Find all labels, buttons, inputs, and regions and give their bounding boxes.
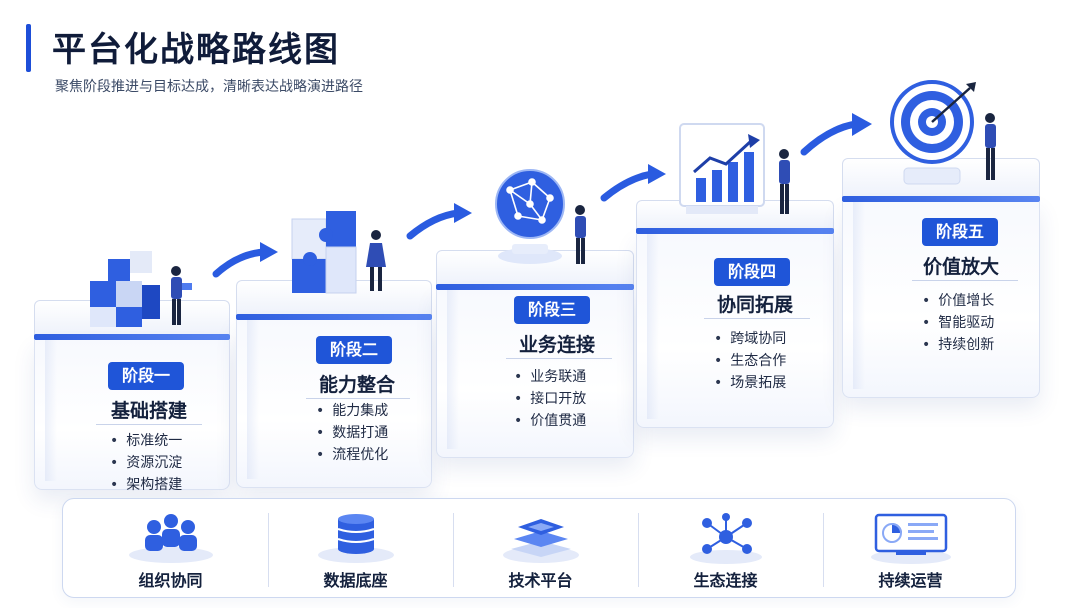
arrow-icon xyxy=(800,113,872,156)
person-icon xyxy=(366,230,386,291)
person-icon xyxy=(779,149,790,214)
pillar-label: 技术平台 xyxy=(508,571,573,590)
stage-2-phase-badge: 阶段二 xyxy=(316,336,393,364)
arrow-icon xyxy=(406,203,472,240)
pillar-divider xyxy=(638,513,639,587)
network-icon xyxy=(689,513,762,564)
stage-4-rule xyxy=(704,318,810,319)
stage-3-phase-badge: 阶段三 xyxy=(514,296,591,324)
stage-5-bullets: 价值增长 智能驱动 持续创新 xyxy=(922,290,994,356)
stage-2-title: 能力整合 xyxy=(318,374,395,396)
monitor-icon xyxy=(870,513,951,564)
bullet-item: 资源沉淀 xyxy=(110,452,182,474)
title-accent-bar xyxy=(26,24,31,72)
bullet-item: 智能驱动 xyxy=(922,312,994,334)
stage-3: 阶段三 业务连接 业务联通 接口开放 价值贯通 xyxy=(436,250,634,460)
pillar-data-foundation: 数据底座 xyxy=(263,507,448,593)
pillar-label: 持续运营 xyxy=(878,571,943,590)
bullet-item: 能力集成 xyxy=(316,400,388,422)
stage-4: 阶段四 协同拓展 跨域协同 生态合作 场景拓展 xyxy=(636,200,834,430)
bullet-item: 数据打通 xyxy=(316,422,388,444)
stage-5-edge xyxy=(842,196,1040,202)
stage-1-edge xyxy=(34,334,230,340)
arrow-icon xyxy=(600,164,666,202)
stage-5-title: 价值放大 xyxy=(922,256,999,278)
stage-4-title: 协同拓展 xyxy=(716,294,793,316)
stage-5-phase-badge: 阶段五 xyxy=(922,218,999,246)
stage-2-bullets: 能力集成 数据打通 流程优化 xyxy=(316,400,388,466)
pillar-tech-platform: 技术平台 xyxy=(448,507,633,593)
stage-1-rule xyxy=(96,424,202,425)
stage-4-bullets: 跨域协同 生态合作 场景拓展 xyxy=(714,328,786,394)
arrow-icon xyxy=(212,242,278,278)
pillar-label: 生态连接 xyxy=(693,571,758,590)
page-title: 平台化战略路线图 xyxy=(52,30,340,70)
target-icon xyxy=(890,80,996,185)
pillar-label: 数据底座 xyxy=(323,571,388,590)
person-icon xyxy=(575,205,586,264)
pillar-org-collab: 组织协同 xyxy=(78,507,263,593)
stage-3-rule xyxy=(506,358,612,359)
stage-2-edge xyxy=(236,314,432,320)
bullet-item: 价值增长 xyxy=(922,290,994,312)
foundation-panel: 组织协同 数据底座 技术平台 xyxy=(62,498,1016,598)
growth-chart-icon xyxy=(679,123,790,214)
pillar-label: 组织协同 xyxy=(138,571,203,590)
bullet-item: 价值贯通 xyxy=(514,410,586,432)
pillar-divider xyxy=(453,513,454,587)
stage-5: 阶段五 价值放大 价值增长 智能驱动 持续创新 xyxy=(842,158,1040,398)
person-icon xyxy=(171,266,192,325)
bullet-item: 业务联通 xyxy=(514,366,586,388)
stage-2: 阶段二 能力整合 能力集成 数据打通 流程优化 xyxy=(236,280,432,488)
stage-1: 阶段一 基础搭建 标准统一 资源沉淀 架构搭建 xyxy=(34,300,230,500)
puzzle-pieces-icon xyxy=(291,211,386,294)
bullet-item: 接口开放 xyxy=(514,388,586,410)
bullet-item: 跨域协同 xyxy=(714,328,786,350)
bullet-item: 标准统一 xyxy=(110,430,182,452)
pillar-operations: 持续运营 xyxy=(818,507,1003,593)
bullet-item: 场景拓展 xyxy=(714,372,786,394)
pillar-divider xyxy=(268,513,269,587)
bullet-item: 架构搭建 xyxy=(110,474,182,496)
stage-4-edge xyxy=(636,228,834,234)
stage-5-rule xyxy=(912,280,1018,281)
team-icon xyxy=(128,514,213,563)
stage-3-title: 业务连接 xyxy=(518,334,595,356)
page-subtitle: 聚焦阶段推进与目标达成，清晰表达战略演进路径 xyxy=(55,79,363,95)
stage-1-bullets: 标准统一 资源沉淀 架构搭建 xyxy=(110,430,182,496)
stage-4-phase-badge: 阶段四 xyxy=(714,258,791,286)
globe-network-icon xyxy=(495,169,586,264)
pillar-ecosystem: 生态连接 xyxy=(633,507,818,593)
stage-1-phase-badge: 阶段一 xyxy=(108,362,185,390)
bullet-item: 流程优化 xyxy=(316,444,388,466)
stage-3-bullets: 业务联通 接口开放 价值贯通 xyxy=(514,366,586,432)
bullet-item: 持续创新 xyxy=(922,334,994,356)
stage-1-title: 基础搭建 xyxy=(110,400,187,422)
database-icon xyxy=(317,514,394,563)
bullet-item: 生态合作 xyxy=(714,350,786,372)
pillar-divider xyxy=(823,513,824,587)
stage-2-rule xyxy=(306,398,410,399)
person-icon xyxy=(985,113,996,180)
puzzle-cubes-icon xyxy=(90,251,192,327)
stage-3-edge xyxy=(436,284,634,290)
layers-icon xyxy=(502,519,579,563)
